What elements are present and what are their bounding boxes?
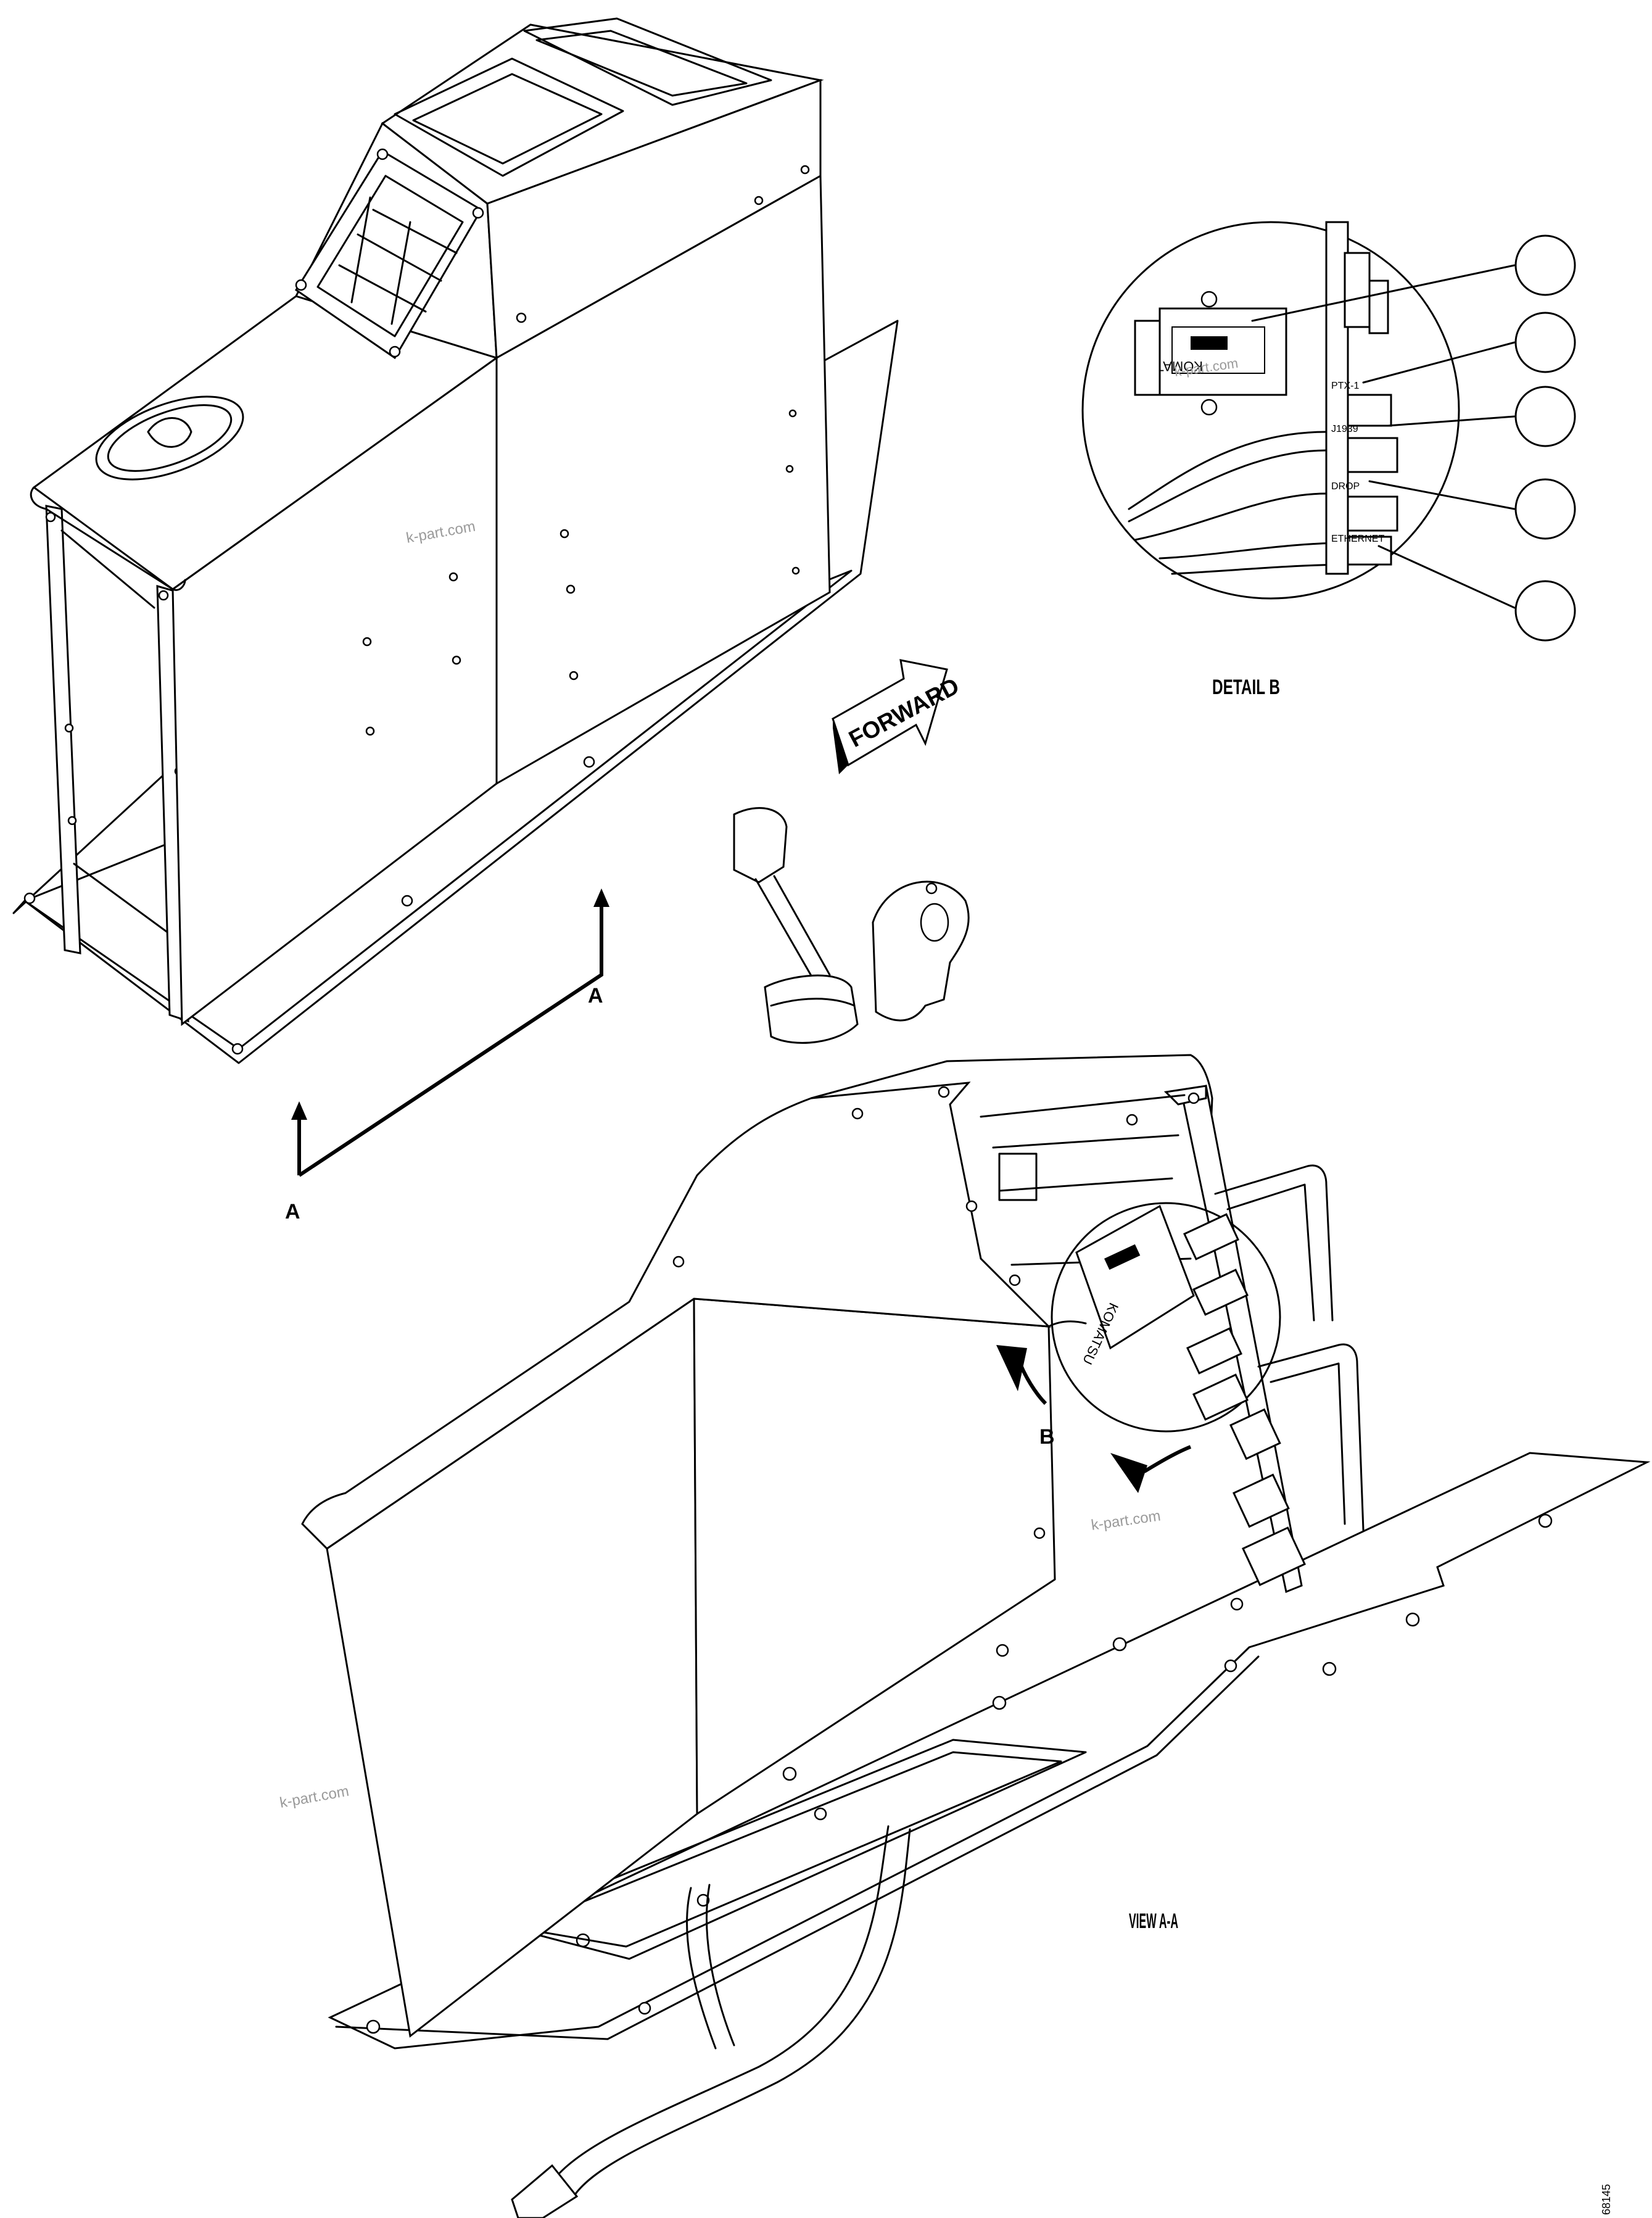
- view-a-a-assembly: KOMATSU B VIEW A-A: [301, 807, 1651, 2218]
- tag-ptx1: PTX-1: [1331, 381, 1359, 391]
- detail-b-label: DETAIL B: [1212, 676, 1280, 699]
- tag-j1939: J1939: [1331, 424, 1358, 434]
- section-a-label-left: A: [285, 1200, 300, 1223]
- tag-drop: DROP: [1331, 481, 1360, 492]
- drawing-number: 68145: [1600, 2184, 1613, 2215]
- view-a-a-label: VIEW A-A: [1129, 1910, 1178, 1933]
- detail-ref-b: B: [1039, 1425, 1055, 1449]
- upper-console: [12, 17, 899, 1064]
- callout-balloon-3: [1514, 386, 1576, 447]
- callout-balloon-4: [1514, 478, 1576, 540]
- callout-balloon-5: [1514, 580, 1576, 642]
- callout-balloon-2: [1514, 312, 1576, 373]
- tag-ethernet: ETHERNET: [1331, 534, 1384, 544]
- section-line-a-a: A A: [285, 888, 609, 1223]
- callout-balloon-1: [1514, 234, 1576, 296]
- watermark-4: k-part.com: [278, 1783, 350, 1811]
- watermark-3: k-part.com: [1090, 1507, 1162, 1534]
- section-a-label-right: A: [588, 984, 603, 1008]
- forward-arrow: FORWARD: [832, 659, 964, 774]
- detail-b: KOMATSU PTX-1 J1939 DROP ETHERNET: [1081, 221, 1576, 699]
